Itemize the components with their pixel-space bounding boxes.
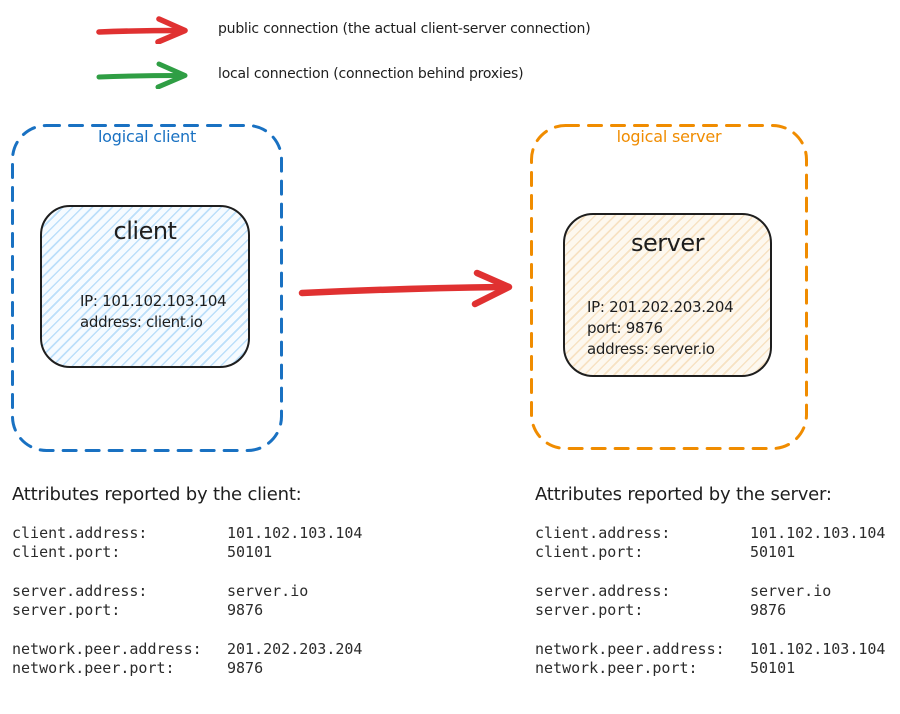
attr-key: server.port: (535, 601, 644, 619)
attr-row: server.address: server.io (535, 582, 900, 601)
attr-row: client.address: 101.102.103.104 (535, 524, 900, 543)
client-attr-group-client: client.address: 101.102.103.104 client.po… (12, 524, 432, 562)
server-attr-group-network-peer: network.peer.address: 101.102.103.104 net… (535, 640, 900, 678)
legend-public-connection-label: public connection (the actual client-ser… (218, 21, 591, 37)
attr-row: client.port: 50101 (535, 543, 900, 562)
attr-value: 9876 (227, 601, 264, 619)
server-attr-group-server: server.address: server.io server.port: 987… (535, 582, 900, 620)
attr-value: 201.202.203.204 (227, 640, 363, 658)
server-attr-group-client: client.address: 101.102.103.104 client.po… (535, 524, 900, 562)
server-attributes-heading: Attributes reported by the server: (535, 484, 832, 505)
attr-value: 50101 (227, 543, 273, 561)
client-node: client IP: 101.102.103.104 address: clie… (40, 205, 250, 368)
server-address-line: address: server.io (587, 340, 715, 358)
server-node-details: IP: 201.202.203.204 port: 9876 address: … (587, 297, 734, 360)
attr-value: 101.102.103.104 (750, 524, 886, 542)
client-ip-line: IP: 101.102.103.104 (80, 292, 227, 310)
server-node: server IP: 201.202.203.204 port: 9876 ad… (563, 213, 772, 377)
attr-key: network.peer.port: (12, 659, 175, 677)
attr-value: 50101 (750, 543, 796, 561)
attr-value: 101.102.103.104 (227, 524, 363, 542)
logical-client-title: logical client (97, 127, 197, 146)
local-connection-arrow-icon (95, 61, 205, 90)
attr-value: 50101 (750, 659, 796, 677)
attr-key: server.port: (12, 601, 121, 619)
attr-key: server.address: (12, 582, 148, 600)
logical-server-title: logical server (616, 127, 722, 146)
attr-value: server.io (750, 582, 832, 600)
client-attributes-heading: Attributes reported by the client: (12, 484, 302, 505)
attr-row: client.address: 101.102.103.104 (12, 524, 432, 543)
client-address-line: address: client.io (80, 313, 203, 331)
attr-row: server.port: 9876 (12, 601, 432, 620)
server-attributes-section: Attributes reported by the server: clien… (535, 482, 900, 678)
attr-value: 9876 (227, 659, 264, 677)
attr-key: client.port: (12, 543, 121, 561)
server-node-title: server (631, 229, 704, 257)
attr-key: network.peer.address: (12, 640, 202, 658)
client-node-details: IP: 101.102.103.104 address: client.io (80, 291, 227, 333)
attr-row: server.address: server.io (12, 582, 432, 601)
attr-value: 9876 (750, 601, 787, 619)
logical-server-group-box (529, 123, 809, 451)
attr-key: server.address: (535, 582, 671, 600)
server-ip-line: IP: 201.202.203.204 (587, 298, 734, 316)
attr-key: network.peer.port: (535, 659, 698, 677)
attr-key: client.address: (535, 524, 671, 542)
server-port-line: port: 9876 (587, 319, 663, 337)
attr-value: server.io (227, 582, 309, 600)
client-node-title: client (113, 217, 177, 245)
attr-row: server.port: 9876 (535, 601, 900, 620)
attr-key: client.address: (12, 524, 148, 542)
attr-row: network.peer.port: 50101 (535, 659, 900, 678)
attr-row: network.peer.port: 9876 (12, 659, 432, 678)
attr-row: network.peer.address: 101.102.103.104 (535, 640, 900, 659)
client-attributes-section: Attributes reported by the client: clien… (12, 482, 432, 678)
attr-key: client.port: (535, 543, 644, 561)
client-server-arrow-icon (294, 268, 522, 310)
client-attr-group-network-peer: network.peer.address: 201.202.203.204 net… (12, 640, 432, 678)
attr-value: 101.102.103.104 (750, 640, 886, 658)
logical-client-group-box (10, 123, 284, 453)
public-connection-arrow-icon (95, 16, 205, 45)
attr-key: network.peer.address: (535, 640, 725, 658)
attr-row: network.peer.address: 201.202.203.204 (12, 640, 432, 659)
legend-local-connection-label: local connection (connection behind prox… (218, 66, 524, 82)
client-attr-group-server: server.address: server.io server.port: 987… (12, 582, 432, 620)
attr-row: client.port: 50101 (12, 543, 432, 562)
